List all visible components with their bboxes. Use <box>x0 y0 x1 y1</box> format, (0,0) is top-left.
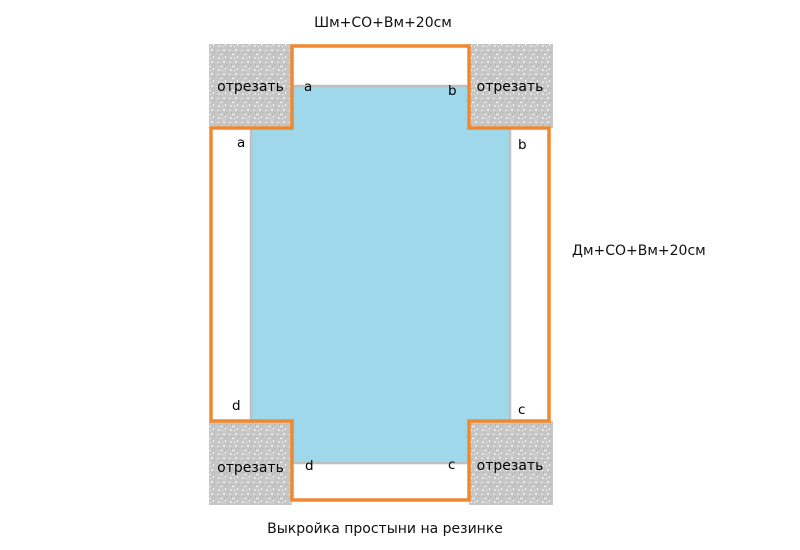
diagram-caption: Выкройка простыни на резинке <box>267 521 503 537</box>
cut-label-bottom-right: отрезать <box>477 458 544 474</box>
point-d-side: d <box>232 398 241 414</box>
cut-label-bottom-left: отрезать <box>217 460 284 476</box>
cut-corner-bottom-right: отрезать <box>469 421 553 505</box>
point-b-side: b <box>518 137 527 153</box>
mattress-area <box>249 84 512 465</box>
pattern-outline <box>209 44 551 502</box>
point-c-side: c <box>518 402 525 418</box>
point-a-side: a <box>237 135 245 151</box>
cut-label-top-left: отрезать <box>217 79 284 95</box>
side-dimension-label: Дм+СО+Вм+20см <box>572 243 706 259</box>
cut-label-top-right: отрезать <box>477 79 544 95</box>
cut-corner-top-left: отрезать <box>209 44 292 128</box>
point-c-bottom: c <box>448 457 455 473</box>
cut-corner-top-right: отрезать <box>469 44 553 128</box>
point-b-top: b <box>448 83 457 99</box>
point-a-top: a <box>304 79 312 95</box>
top-dimension-label: Шм+СО+Вм+20см <box>314 15 452 31</box>
point-d-bottom: d <box>305 458 314 474</box>
cut-corner-bottom-left: отрезать <box>209 421 292 505</box>
